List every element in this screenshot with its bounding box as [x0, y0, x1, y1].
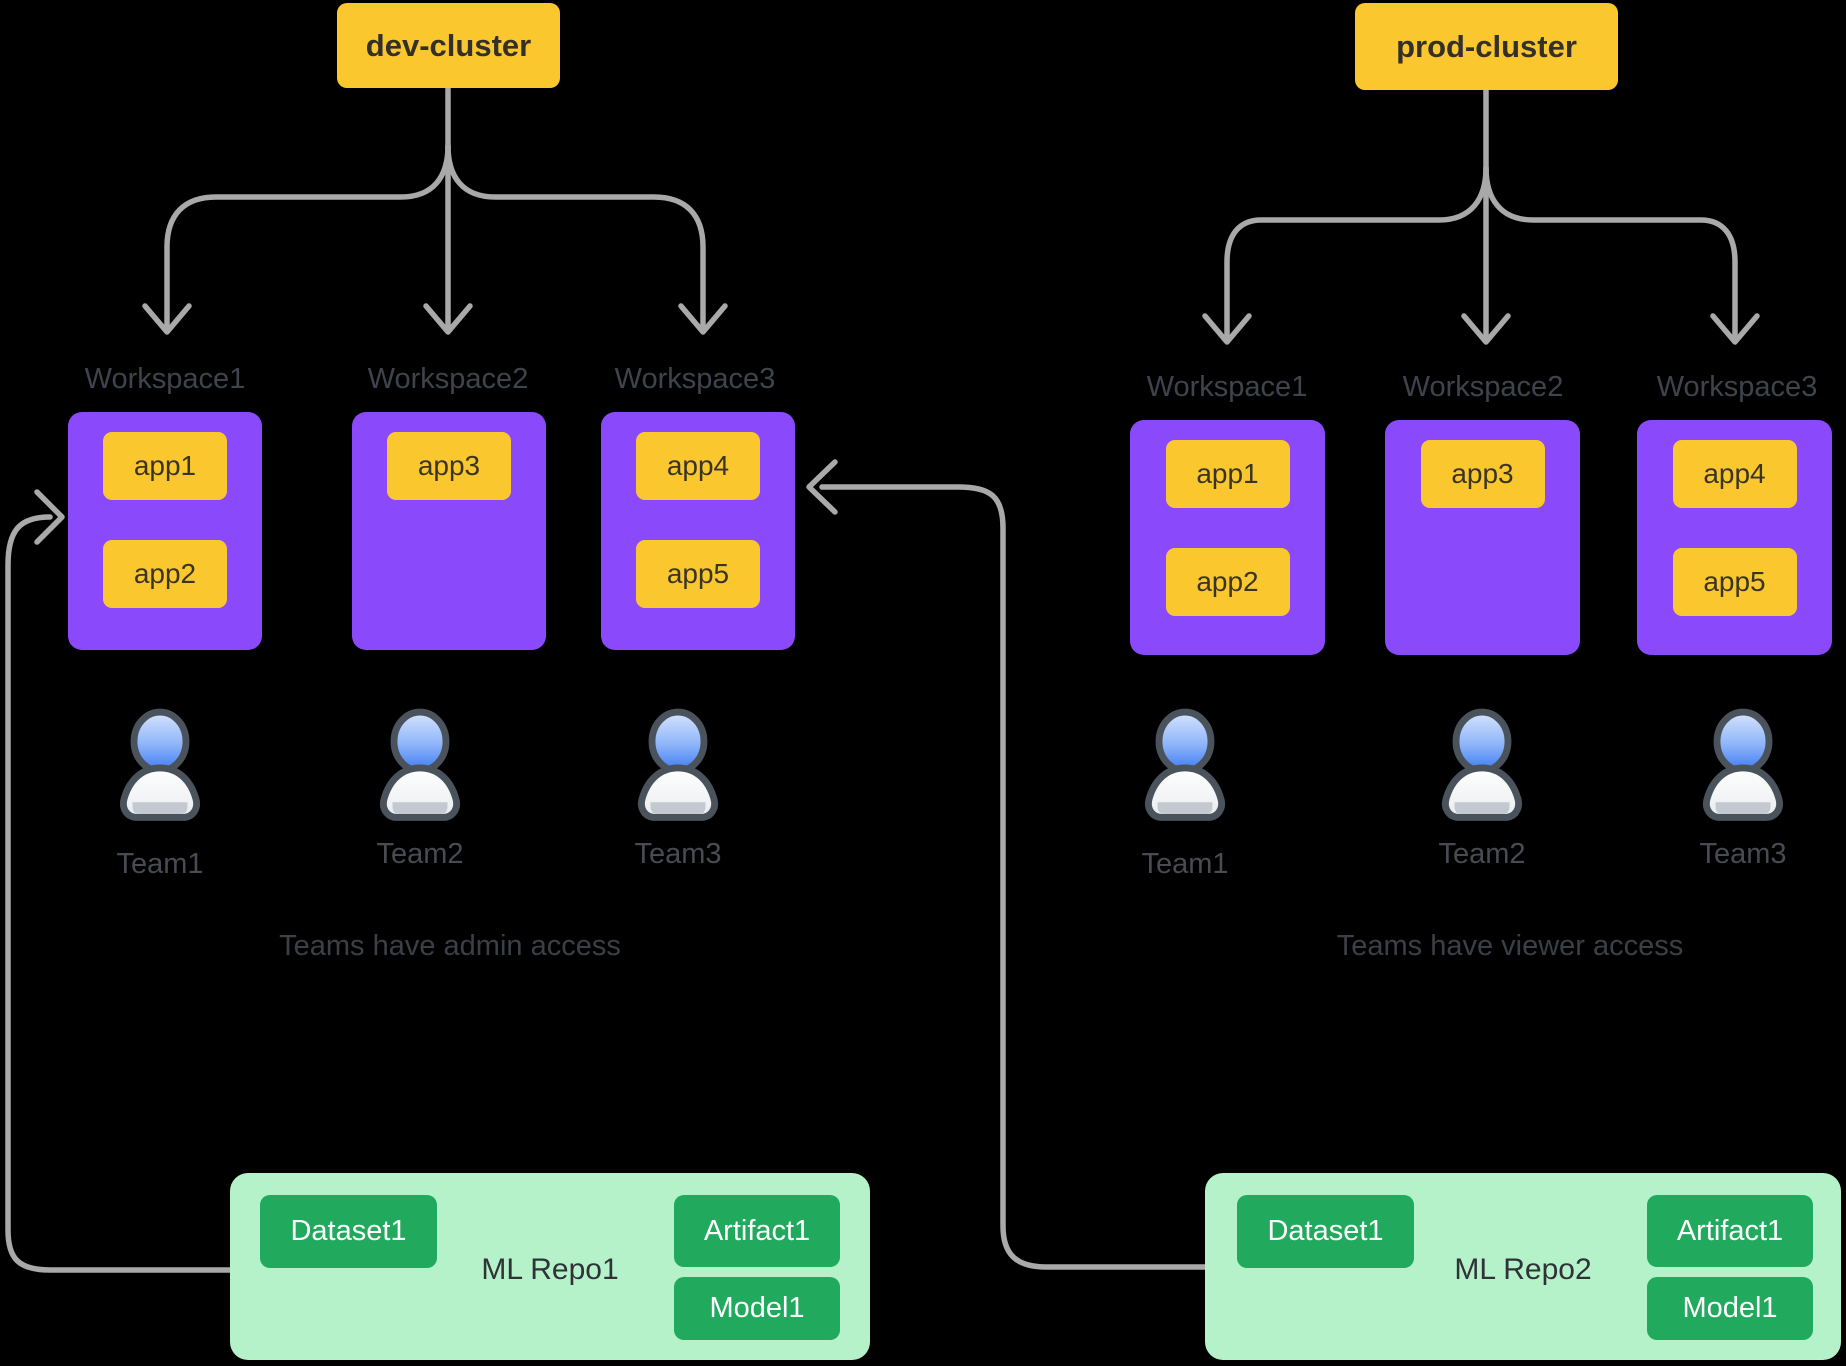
dataset-chip: Dataset1: [260, 1195, 437, 1268]
ml-repo1-label: ML Repo1: [481, 1253, 619, 1286]
prod-app5-chip: app5: [1672, 548, 1797, 616]
dev-workspace1-label: Workspace1: [84, 363, 246, 395]
dev-workspace2-box: app3: [352, 412, 546, 650]
dev-team2-label: Team2: [376, 838, 464, 870]
prod-ws1-arrowhead-icon: [1202, 313, 1252, 345]
prod-app2-chip: app2: [1165, 548, 1290, 616]
prod-workspace3-box: app4 app5: [1637, 420, 1832, 655]
team-user-icon: [380, 708, 460, 821]
dev-ws3-arrowhead-icon: [678, 303, 728, 335]
dev-ws1-arrowhead-icon: [142, 303, 192, 335]
ml-repo1-box: Dataset1 ML Repo1 Artifact1 Model1: [230, 1173, 870, 1360]
dev-workspace2-label: Workspace2: [367, 363, 529, 395]
repo2-to-workspace3-wire: [819, 484, 1208, 1270]
prod-workspace2-label: Workspace2: [1402, 371, 1564, 403]
dev-team3-label: Team3: [634, 838, 722, 870]
repo1-arrowhead-icon: [34, 489, 65, 545]
prod-team1: Team1: [1120, 704, 1250, 880]
prod-workspace3-label: Workspace3: [1656, 371, 1818, 403]
prod-ws3-arrowhead-icon: [1710, 313, 1760, 345]
dev-app1-chip: app1: [103, 432, 227, 500]
dev-workspace1-box: app1 app2: [68, 412, 262, 650]
artifact-chip: Artifact1: [674, 1195, 840, 1267]
prod-team1-label: Team1: [1141, 848, 1229, 880]
dev-app3-chip: app3: [387, 432, 511, 500]
prod-team3: Team3: [1678, 704, 1808, 870]
prod-fork-right-wire: [1483, 165, 1738, 344]
dev-app4-chip: app4: [636, 432, 760, 500]
dev-team2: Team2: [355, 704, 485, 870]
prod-app4-chip: app4: [1672, 440, 1797, 508]
model-chip: Model1: [1647, 1277, 1813, 1340]
team-user-icon: [1703, 708, 1783, 821]
team-user-icon: [120, 708, 200, 821]
ml-repo2-box: Dataset1 ML Repo2 Artifact1 Model1: [1205, 1173, 1841, 1360]
prod-app3-chip: app3: [1420, 440, 1545, 508]
prod-team2: Team2: [1417, 704, 1547, 870]
dataset-chip: Dataset1: [1237, 1195, 1414, 1268]
prod-workspace1-box: app1 app2: [1130, 420, 1325, 655]
dev-app5-chip: app5: [636, 540, 760, 608]
prod-app1-chip: app1: [1165, 440, 1290, 508]
dev-fork-left-wire: [164, 143, 451, 334]
dev-workspace3-box: app4 app5: [601, 412, 795, 650]
model-chip: Model1: [674, 1277, 840, 1340]
dev-team1-label: Team1: [116, 848, 204, 880]
prod-fork-left-wire: [1224, 165, 1489, 344]
dev-team3: Team3: [613, 704, 743, 870]
artifact-chip: Artifact1: [1647, 1195, 1813, 1267]
team-user-icon: [638, 708, 718, 821]
dev-ws2-arrowhead-icon: [423, 303, 473, 335]
repo1-to-workspace1-wire: [5, 514, 233, 1273]
repo2-arrowhead-icon: [806, 459, 838, 515]
dev-team1: Team1: [95, 704, 225, 880]
prod-team3-label: Team3: [1699, 838, 1787, 870]
prod-ws2-arrowhead-icon: [1461, 313, 1511, 345]
prod-cluster-node: prod-cluster: [1355, 3, 1618, 90]
dev-access-note: Teams have admin access: [279, 930, 621, 962]
dev-cluster-node: dev-cluster: [337, 3, 560, 88]
ml-repo2-label: ML Repo2: [1454, 1253, 1592, 1286]
prod-team2-label: Team2: [1438, 838, 1526, 870]
prod-access-note: Teams have viewer access: [1336, 930, 1684, 962]
team-user-icon: [1145, 708, 1225, 821]
dev-app2-chip: app2: [103, 540, 227, 608]
dev-workspace3-label: Workspace3: [614, 363, 776, 395]
dev-fork-right-wire: [445, 143, 706, 334]
prod-workspace2-box: app3: [1385, 420, 1580, 655]
team-user-icon: [1442, 708, 1522, 821]
prod-workspace1-label: Workspace1: [1146, 371, 1308, 403]
